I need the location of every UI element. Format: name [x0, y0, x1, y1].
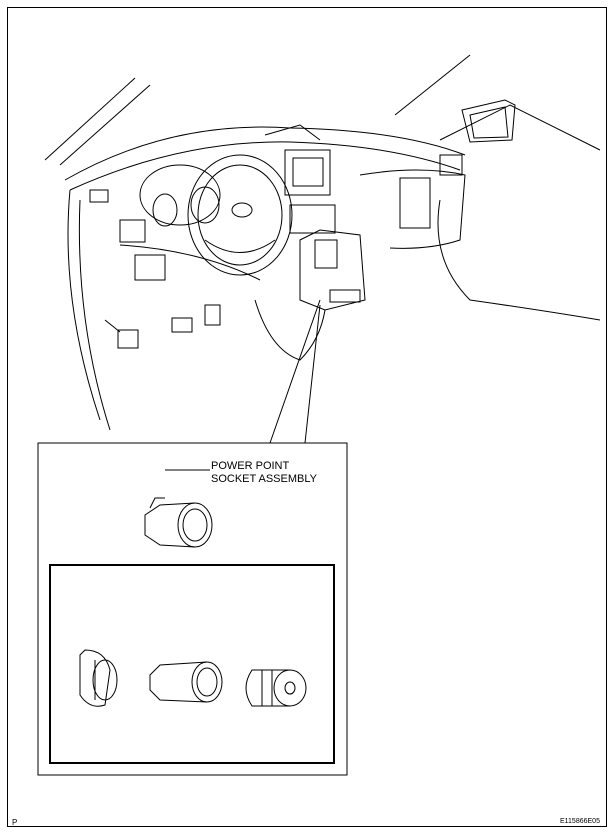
label-line-1: POWER POINT: [211, 460, 290, 472]
footer-left-mark: P: [12, 818, 18, 827]
power-point-socket-label: POWER POINT SOCKET ASSEMBLY: [211, 460, 317, 486]
diagram-frame: [7, 7, 607, 827]
figure-id: E115866E05: [560, 818, 600, 825]
label-line-2: SOCKET ASSEMBLY: [211, 473, 317, 485]
